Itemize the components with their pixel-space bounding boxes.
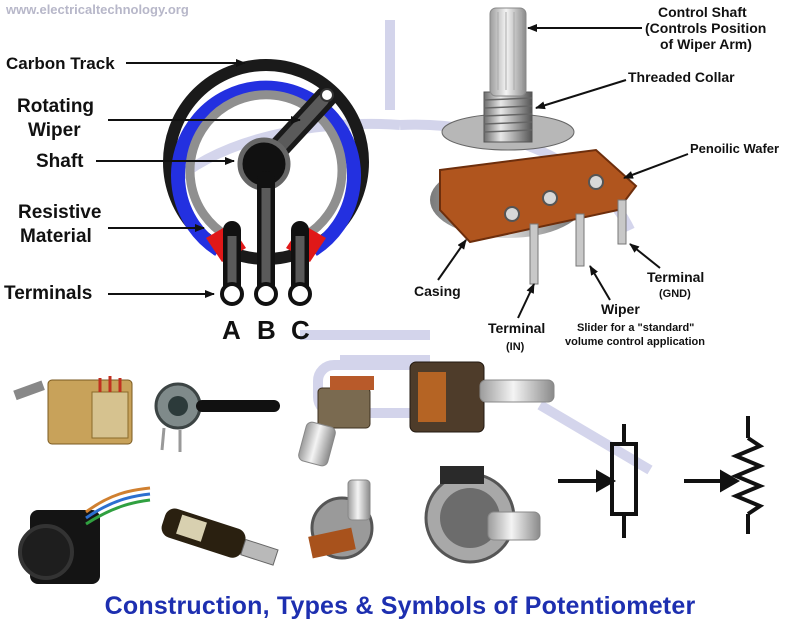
carbon-track-label: Carbon Track — [6, 54, 115, 73]
terminal-in-arrow — [517, 283, 535, 319]
terminal-gnd-label-line1: Terminal — [647, 269, 704, 285]
pot-dual-gang-photo — [13, 376, 133, 445]
carbon-track-arc — [171, 80, 361, 256]
construction-diagram: A B C Carbon Track Rotating Wiper Shaft … — [4, 54, 369, 345]
rotating-wiper-label-line2: Wiper — [28, 120, 81, 141]
phenolic-wafer-label: Penoilic Wafer — [690, 141, 779, 156]
rotating-wiper-label-line1: Rotating — [17, 96, 94, 117]
terminal-in-label-line2: (IN) — [506, 341, 525, 353]
terminal-gnd-label-line2: (GND) — [659, 288, 691, 300]
control-shaft-label-line2: (Controls Position — [645, 20, 766, 36]
wafer-rivet-2 — [542, 190, 558, 206]
terminal-c-hole — [288, 282, 312, 306]
potentiometer-symbol-iec — [558, 424, 638, 538]
wiper-arrow — [589, 265, 611, 301]
page-title: Construction, Types & Symbols of Potenti… — [104, 592, 696, 620]
wiper-contact — [320, 88, 334, 102]
terminal-c-label: C — [291, 315, 310, 345]
pot-black-shaft-photo — [154, 382, 280, 452]
wafer-rivet-1 — [504, 206, 520, 222]
control-shaft — [489, 7, 527, 97]
control-shaft-label-line3: of Wiper Arm) — [660, 36, 752, 52]
leg-in — [529, 223, 539, 285]
potentiometer-symbol-ansi — [684, 416, 766, 534]
potentiometer-component: Control Shaft (Controls Position of Wipe… — [414, 4, 779, 353]
phenolic-wafer-arrow — [623, 153, 689, 179]
terminals-label: Terminals — [4, 283, 92, 304]
shaft-ridges — [497, 12, 522, 90]
wiper-desc-line1: Slider for a "standard" — [577, 322, 694, 334]
pot-barrel-photo — [161, 508, 279, 566]
pot-knurled-photo — [298, 376, 374, 467]
thread-lines — [483, 97, 533, 133]
wiper-label: Wiper — [601, 301, 640, 317]
pot-stacked-photo — [409, 361, 555, 433]
types-gallery — [13, 361, 555, 584]
control-shaft-label-line1: Control Shaft — [658, 4, 747, 20]
resistive-material-label-line2: Material — [20, 226, 92, 247]
terminal-a-hole — [220, 282, 244, 306]
leg-wiper — [575, 213, 585, 267]
terminal-in-label-line1: Terminal — [488, 320, 545, 336]
terminal-a-label: A — [222, 315, 241, 345]
pot-large-photo — [424, 466, 541, 564]
watermark: www.electricaltechnology.org — [6, 2, 189, 17]
resistive-material-arc — [185, 90, 347, 240]
wiper-desc-line2: volume control application — [565, 336, 705, 348]
wafer-rivet-3 — [588, 174, 604, 190]
casing-label: Casing — [414, 283, 461, 299]
terminal-b-label: B — [257, 315, 276, 345]
pot-small-photo — [308, 479, 374, 560]
terminal-gnd-arrow — [629, 243, 661, 269]
terminal-b-hole — [254, 282, 278, 306]
threaded-collar-label: Threaded Collar — [628, 69, 735, 85]
pot-knob-wires-photo — [18, 486, 151, 584]
leg-gnd — [617, 199, 627, 245]
shaft-label: Shaft — [36, 151, 84, 172]
threaded-collar-arrow — [535, 79, 627, 110]
casing-arrow — [437, 239, 467, 281]
resistive-material-label-line1: Resistive — [18, 202, 101, 223]
